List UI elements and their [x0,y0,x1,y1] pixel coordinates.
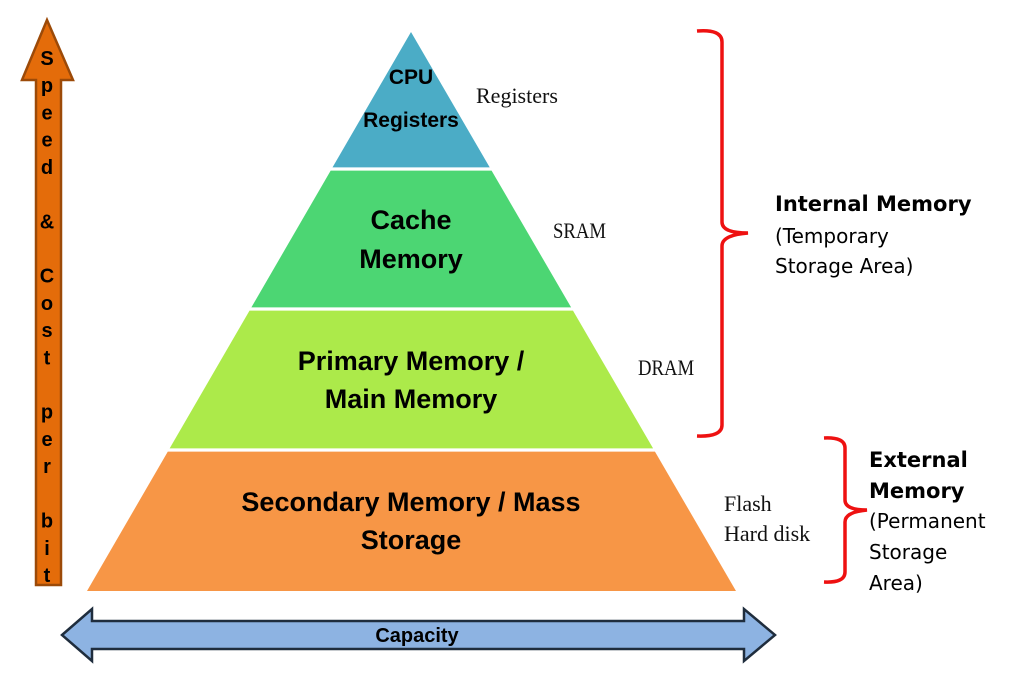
tier-primary-label: Primary Memory / [298,346,525,376]
speed-cost-letter: e [41,102,52,124]
tier-secondary-label: Storage [361,525,462,555]
tech-label-cache: SRAM [553,220,606,244]
tier-secondary-shape [87,451,736,591]
tier-cache-shape [251,170,572,308]
speed-cost-letter: b [41,511,53,533]
internal-memory-bracket [696,28,749,438]
speed-cost-letter: i [44,538,50,560]
speed-cost-letter: o [41,293,53,315]
external-memory-title-line-2: Memory [869,479,965,503]
tech-label-registers: Registers [476,83,558,108]
external-memory-group: External Memory (Permanent Storage Area) [823,436,986,595]
capacity-arrow-shape [60,606,777,664]
tech-label-primary: DRAM [638,357,694,381]
tech-label-secondary: Flash [724,491,772,516]
external-memory-title-line-1: External [869,448,968,472]
speed-cost-letter: e [41,429,52,451]
internal-memory-subtitle-line-1: (Temporary [775,224,889,248]
tier-registers: CPU Registers [332,32,490,168]
capacity-arrow: Capacity [60,606,777,664]
external-memory-subtitle-line-1: (Permanent [869,509,986,533]
internal-memory-group: Internal Memory (Temporary Storage Area) [696,28,972,438]
speed-cost-letter: t [44,565,51,587]
speed-cost-letter: S [40,48,53,70]
external-memory-subtitle-line-3: Area) [869,571,923,595]
speed-cost-letter: e [41,130,52,152]
tier-registers-label: CPU [389,66,433,89]
speed-cost-letter: p [41,75,53,97]
tier-registers-shape [332,32,490,168]
speed-cost-letter: r [43,456,51,478]
external-memory-subtitle-line-2: Storage [869,540,947,564]
speed-cost-letter: d [41,157,53,179]
speed-cost-arrow-shape [20,16,75,587]
internal-memory-title: Internal Memory [775,192,972,216]
tier-primary-shape [169,310,654,449]
speed-cost-letter: s [41,320,52,342]
speed-cost-letter: p [41,402,53,424]
speed-cost-letter: t [44,347,51,369]
tier-cache-label: Cache [370,205,451,235]
internal-memory-subtitle-line-2: Storage Area) [775,254,913,278]
speed-cost-letter: C [40,266,54,288]
capacity-label: Capacity [375,625,459,647]
tier-primary: Primary Memory / Main Memory [169,310,654,449]
tech-label-secondary: Hard disk [724,521,810,546]
tier-registers-label: Registers [363,109,459,132]
tier-primary-label: Main Memory [325,384,498,414]
tier-cache-label: Memory [359,244,463,274]
external-memory-bracket [823,436,868,584]
tier-secondary-label: Secondary Memory / Mass [241,487,580,517]
speed-cost-letter: & [40,211,54,233]
